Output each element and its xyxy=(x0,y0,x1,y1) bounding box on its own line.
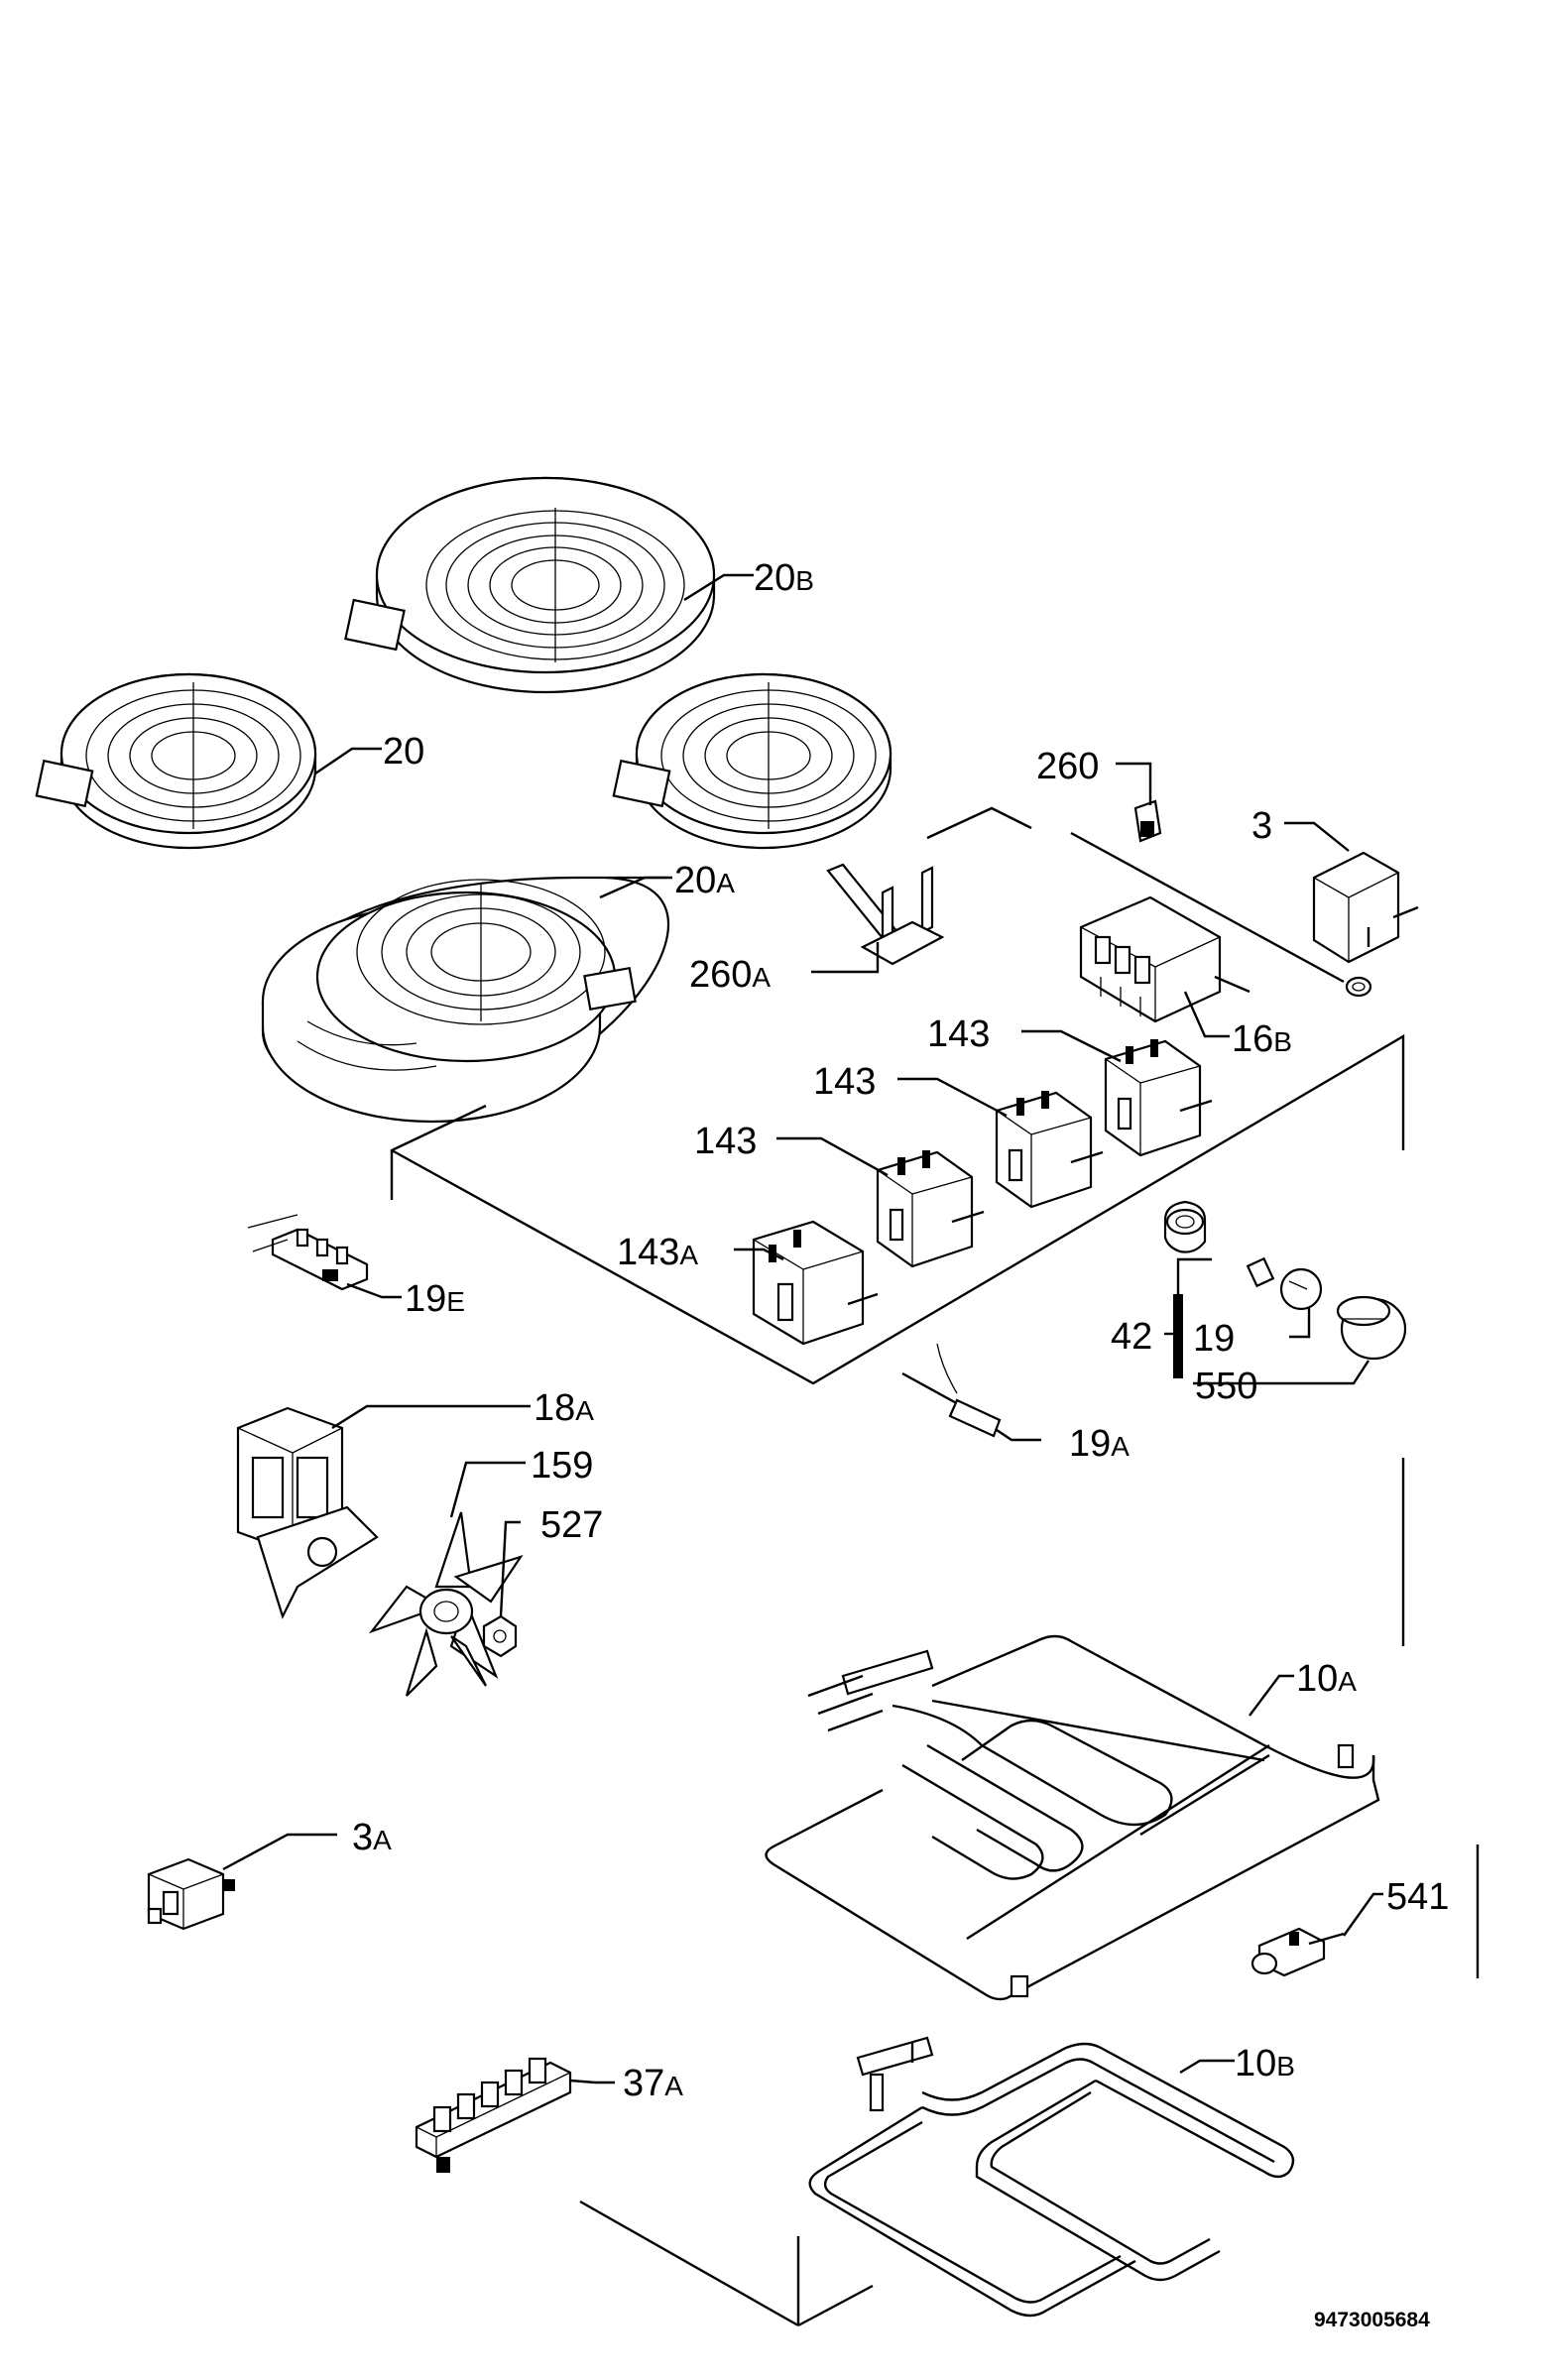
heating-zone-20b[interactable] xyxy=(344,476,716,694)
label-143-middle: 143 xyxy=(813,1061,876,1103)
label-20: 20 xyxy=(383,731,424,773)
clip-260[interactable] xyxy=(1133,799,1162,843)
document-number: 9473005684 xyxy=(1314,2309,1430,2331)
control-panel-outline xyxy=(390,806,1405,1646)
door-clip-541[interactable] xyxy=(1250,1927,1345,1977)
label-260a: 260A xyxy=(689,954,771,996)
fan-nut-527[interactable] xyxy=(482,1614,518,1658)
fan-impeller-159[interactable] xyxy=(368,1511,524,1697)
label-18a: 18A xyxy=(534,1387,594,1429)
heating-zone-20-left[interactable] xyxy=(35,672,317,850)
label-19e: 19E xyxy=(405,1278,465,1320)
label-19: 19 xyxy=(1193,1318,1235,1360)
label-20b: 20B xyxy=(754,557,814,599)
label-37a: 37A xyxy=(623,2063,683,2104)
leader-lines xyxy=(222,573,1383,2084)
label-143-lower: 143 xyxy=(694,1121,757,1162)
label-260: 260 xyxy=(1036,746,1099,787)
grill-element-10a[interactable] xyxy=(765,1634,1380,2001)
label-159: 159 xyxy=(531,1445,593,1487)
bracket-42-19-550 xyxy=(1164,1257,1212,1378)
function-switch-16b[interactable] xyxy=(1079,895,1250,1023)
label-550: 550 xyxy=(1195,1366,1257,1407)
label-3: 3 xyxy=(1251,805,1272,847)
label-42: 42 xyxy=(1111,1316,1152,1358)
lamp-holder-42[interactable] xyxy=(1163,1200,1207,1253)
sensor-19a[interactable] xyxy=(901,1343,1002,1438)
label-143a: 143A xyxy=(617,1232,698,1273)
base-outline xyxy=(579,2200,874,2327)
selector-switch-143-top[interactable] xyxy=(1104,1039,1213,1157)
lamp-bulb-19[interactable] xyxy=(1246,1256,1323,1311)
label-20a: 20A xyxy=(674,860,735,901)
label-10b: 10B xyxy=(1235,2043,1295,2084)
bracket-260a[interactable] xyxy=(826,863,945,966)
label-527: 527 xyxy=(540,1504,603,1546)
thermostat-3[interactable] xyxy=(1070,831,1419,998)
label-143-top: 143 xyxy=(927,1013,990,1055)
selector-switch-143a[interactable] xyxy=(752,1220,879,1346)
label-10a: 10A xyxy=(1296,1658,1357,1700)
label-16b: 16B xyxy=(1232,1018,1292,1060)
lamp-cover-550[interactable] xyxy=(1336,1295,1407,1361)
label-19a: 19A xyxy=(1069,1423,1130,1465)
label-541: 541 xyxy=(1386,1876,1449,1918)
lamp-switch-3a[interactable] xyxy=(147,1857,235,1931)
terminal-block-37a[interactable] xyxy=(415,2057,572,2173)
bottom-element-10b[interactable] xyxy=(808,2036,1295,2318)
label-3a: 3A xyxy=(352,1817,392,1858)
heating-zone-20a-oval[interactable] xyxy=(261,876,670,1124)
selector-switch-143-middle[interactable] xyxy=(995,1091,1104,1209)
selector-switch-143-lower[interactable] xyxy=(876,1150,985,1268)
terminal-block-19e[interactable] xyxy=(247,1214,369,1291)
heating-zone-20-right[interactable] xyxy=(612,672,892,850)
fan-motor-18a[interactable] xyxy=(236,1406,379,1619)
part-labels: 20B 20 20A 260 3 260A 16B 143 143 143 14… xyxy=(352,557,1449,2104)
